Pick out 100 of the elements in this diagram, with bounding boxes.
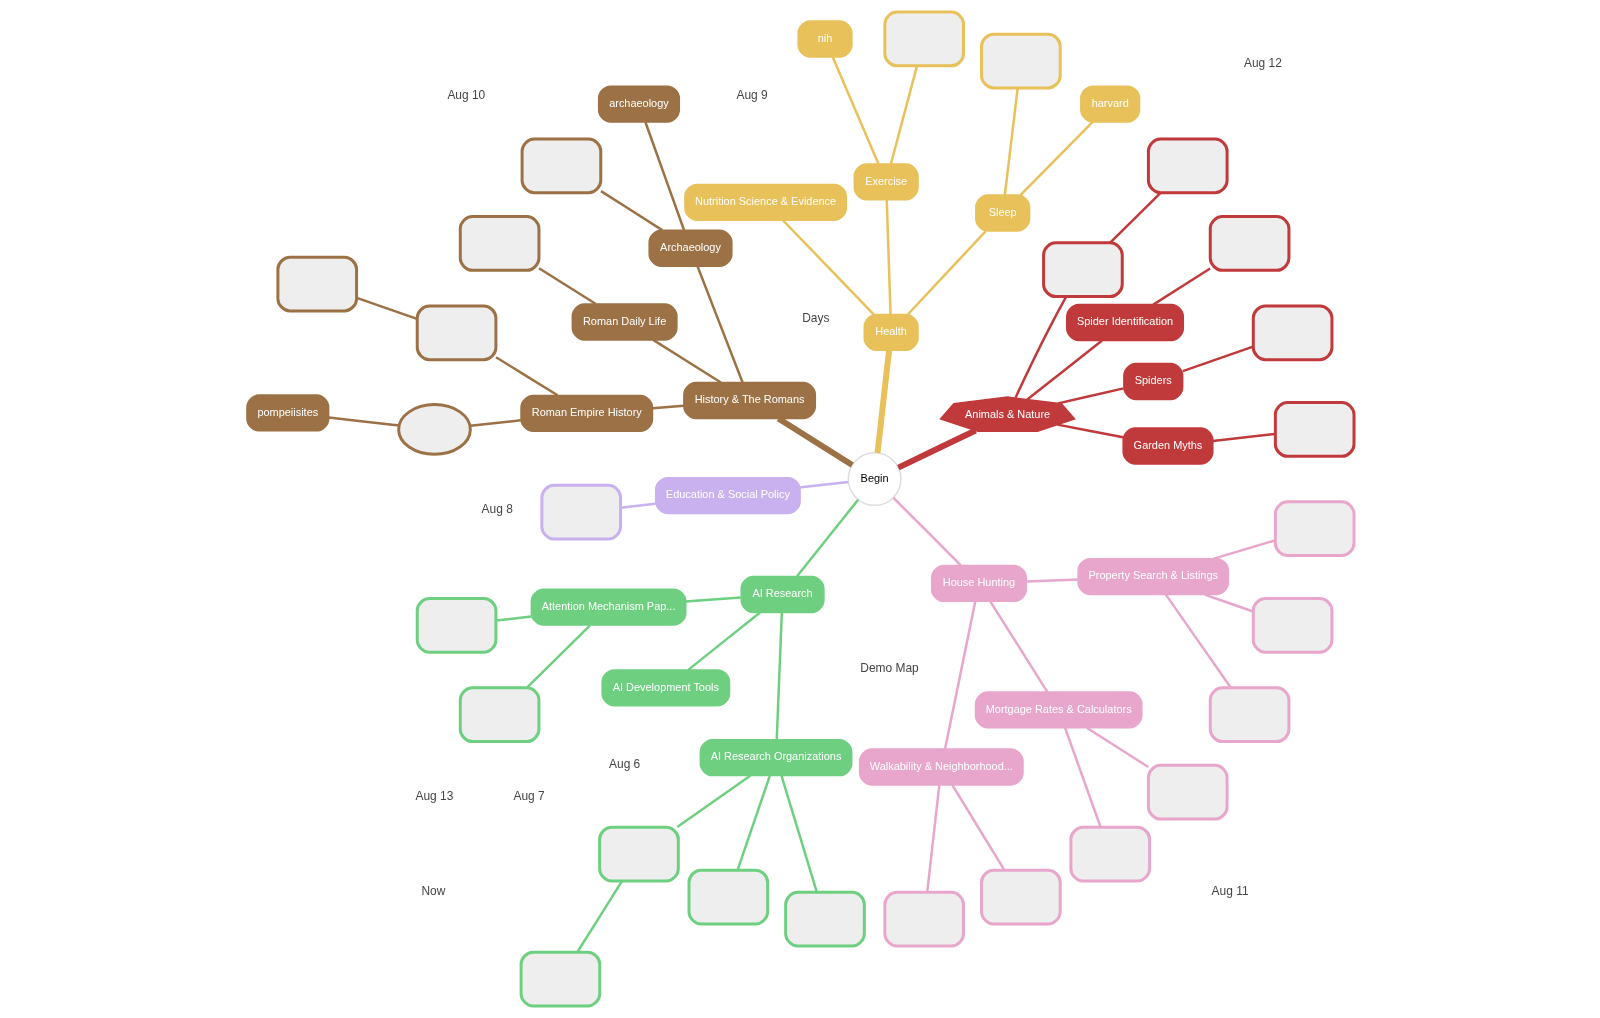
node-box [458, 686, 540, 744]
connector [1152, 267, 1211, 306]
connector [1085, 726, 1149, 769]
connector [643, 121, 685, 231]
connector [950, 784, 1005, 871]
node-box: History & The Romans [682, 381, 816, 420]
connector [1019, 121, 1093, 196]
connector [695, 265, 744, 383]
node-box [539, 483, 622, 541]
connector [874, 350, 892, 454]
connector [495, 615, 531, 622]
node-box [597, 825, 680, 883]
connector [469, 419, 521, 427]
connector [685, 596, 741, 603]
node-box: Roman Daily Life [571, 303, 678, 341]
label: Aug 11 [1211, 884, 1249, 899]
node-box: pompeiisites [245, 394, 329, 432]
connector [891, 496, 962, 567]
node-box [275, 255, 358, 313]
node-box [1208, 215, 1290, 272]
connector [896, 427, 977, 471]
node-box [458, 215, 540, 272]
connector [799, 480, 848, 489]
node-box [1146, 763, 1229, 821]
node-box [1041, 241, 1124, 299]
label: Aug 6 [608, 756, 640, 771]
connector [1213, 539, 1276, 560]
node-box [783, 890, 866, 948]
label: Days [801, 310, 829, 325]
node-box: Attention Mechanism Pap... [530, 588, 686, 626]
node-box: Property Search & Listings [1076, 557, 1229, 596]
connector [1108, 192, 1161, 244]
label: Aug 8 [481, 502, 513, 517]
node-box [687, 868, 769, 926]
connector [776, 416, 854, 468]
connector [1212, 432, 1275, 443]
node-box: archaeology [597, 85, 680, 123]
node-box: Walkability & Neighborhood... [858, 748, 1024, 786]
connector [906, 230, 986, 316]
connector [735, 775, 771, 871]
connector [328, 416, 399, 427]
node-box: AI Development Tools [600, 669, 730, 707]
connector [537, 267, 597, 305]
connector [943, 601, 977, 750]
node-box: Health [863, 313, 919, 352]
connector [620, 502, 656, 509]
connector [1026, 339, 1103, 401]
node-box: Sleep [974, 194, 1030, 232]
node-box: Mortgage Rates & Calculators [974, 691, 1143, 729]
label: Aug 9 [736, 87, 768, 102]
node-box [1251, 596, 1333, 654]
connector [1203, 593, 1253, 613]
connector [779, 775, 818, 893]
connector [925, 784, 941, 893]
connector [651, 404, 684, 410]
label: Aug 13 [415, 788, 453, 803]
node-cloud [396, 403, 472, 456]
connector [831, 56, 880, 165]
node-box: nih [796, 20, 853, 58]
connector [1181, 345, 1253, 373]
label: Aug 7 [512, 788, 545, 803]
label: Aug 10 [446, 87, 485, 102]
connector [356, 296, 417, 321]
node-box [882, 890, 965, 948]
connector [599, 190, 663, 232]
node-box [1251, 304, 1333, 362]
connector [775, 612, 783, 740]
connector [889, 65, 918, 165]
node-box: House Hunting [930, 564, 1027, 603]
connector [781, 219, 875, 316]
node-box [1146, 137, 1229, 195]
connector [1063, 727, 1102, 828]
connector [1056, 423, 1123, 439]
node-box [1068, 825, 1151, 883]
connector [1057, 387, 1124, 405]
node-box: Nutrition Science & Evidence [683, 183, 847, 221]
node-box [979, 32, 1062, 90]
connector [525, 624, 591, 689]
node-box: Exercise [853, 163, 919, 201]
connector [575, 880, 623, 953]
node-box: AI Research [740, 575, 825, 614]
node-box [1273, 401, 1355, 458]
connector [687, 611, 761, 671]
connector [885, 200, 892, 315]
connector [1003, 87, 1019, 196]
node-box: Education & Social Policy [654, 476, 801, 515]
node-box [519, 950, 601, 1008]
connector [795, 498, 859, 578]
connector [1026, 578, 1078, 583]
node-box: Archaeology [647, 229, 733, 267]
node-circle: Begin [847, 452, 902, 507]
node-box [1273, 500, 1355, 558]
label: Demo Map [859, 661, 919, 676]
connector [1164, 593, 1232, 689]
node-box [882, 10, 965, 68]
node-box: Spider Identification [1065, 303, 1184, 342]
connector [988, 600, 1048, 693]
node-box [979, 868, 1062, 926]
node-box [1208, 686, 1290, 744]
connector [1013, 296, 1067, 399]
